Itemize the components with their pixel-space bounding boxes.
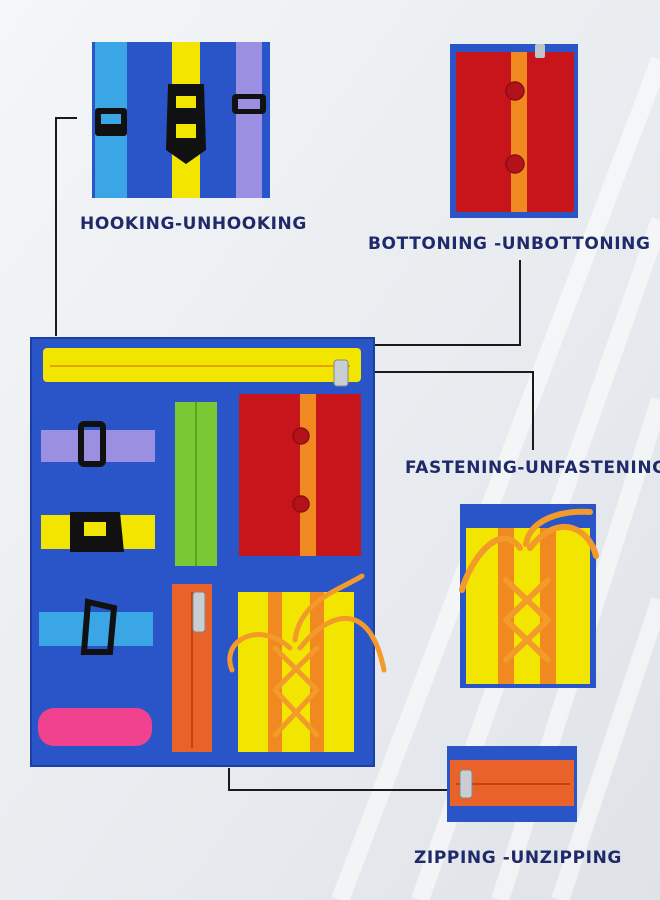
- inset-buttoning: [450, 44, 578, 218]
- inset-hooking: [92, 42, 270, 198]
- label-buttoning: BOTTONING -UNBOTTONING: [368, 234, 651, 254]
- label-hooking: HOOKING-UNHOOKING: [80, 214, 307, 234]
- connector-lines: [55, 117, 534, 791]
- inset-zipping: [447, 746, 577, 822]
- label-fastening: FASTENING-UNFASTENING: [405, 458, 660, 478]
- main-busy-board: [30, 337, 387, 767]
- label-zipping: ZIPPING -UNZIPPING: [414, 848, 622, 868]
- inset-lacing: [459, 504, 599, 688]
